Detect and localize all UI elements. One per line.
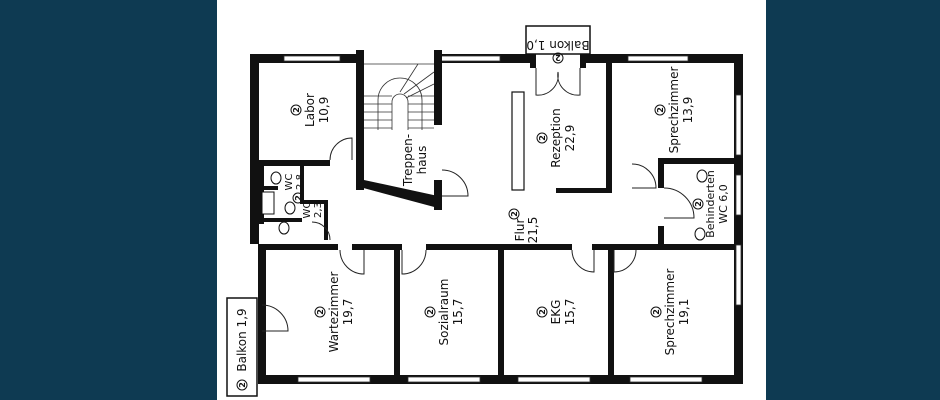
room-area: 15,7 — [563, 299, 577, 326]
staircase — [364, 63, 435, 130]
room-name: Treppen- — [401, 134, 415, 187]
balkon-left: Balkon 1,9 2 — [226, 297, 289, 397]
room-name-2: WC 6,0 — [717, 184, 730, 224]
svg-text:2: 2 — [656, 107, 665, 113]
room-label-sprechzimmer-2: 2 Sprechzimmer 19,1 — [650, 269, 691, 356]
room-name: Sprechzimmer — [663, 269, 677, 356]
svg-text:2: 2 — [426, 309, 435, 315]
room-label-labor: 2 Labor 10,9 — [290, 93, 331, 127]
svg-text:2: 2 — [538, 309, 547, 315]
room-label-flur: 2 Flur 21,5 — [508, 208, 540, 244]
interior-walls — [250, 50, 738, 380]
floor-plan-panel: Balkon 1,0 2 Balkon 1,9 2 — [217, 0, 766, 400]
room-area: 10,9 — [317, 97, 331, 124]
unit-marker: 2 — [555, 53, 561, 62]
balkon-top: Balkon 1,0 2 — [525, 25, 591, 96]
room-name: Wartezimmer — [327, 272, 341, 353]
room-area: 13,9 — [681, 97, 695, 124]
sanitary-fixtures — [270, 169, 708, 241]
room-area: 19,1 — [677, 299, 691, 326]
room-name: WC — [302, 202, 313, 219]
room-label-wartezimmer: 2 Wartezimmer 19,7 — [314, 272, 355, 353]
room-area: 21,5 — [526, 217, 540, 244]
floor-plan: Balkon 1,0 2 Balkon 1,9 2 — [226, 25, 743, 397]
room-name: Flur — [513, 219, 527, 242]
room-label-ekg: 2 EKG 15,7 — [536, 299, 577, 326]
room-label-treppenhaus: Treppen- haus — [401, 134, 429, 187]
room-area: 2,8 — [295, 174, 306, 190]
svg-text:2: 2 — [292, 107, 301, 113]
room-name-2: haus — [415, 146, 429, 175]
svg-text:2: 2 — [652, 309, 661, 315]
room-name: WC — [284, 174, 295, 191]
room-label-sprechzimmer-1: 2 Sprechzimmer 13,9 — [654, 67, 695, 154]
room-name: Labor — [303, 93, 317, 127]
room-label-sozialraum: 2 Sozialraum 15,7 — [424, 279, 465, 346]
room-name: EKG — [549, 300, 563, 325]
svg-text:2: 2 — [538, 135, 547, 141]
svg-text:2: 2 — [510, 211, 519, 217]
room-name: Rezeption — [549, 108, 563, 167]
room-area: 22,9 — [563, 125, 577, 152]
svg-text:2: 2 — [694, 201, 703, 207]
room-area: 19,7 — [341, 299, 355, 326]
room-name: Sprechzimmer — [667, 67, 681, 154]
svg-text:2: 2 — [294, 195, 303, 201]
svg-text:2: 2 — [316, 309, 325, 315]
room-name: Behinderten — [704, 170, 717, 238]
svg-text:2: 2 — [238, 382, 247, 388]
room-area: 2,3 — [313, 202, 324, 218]
doors — [311, 137, 695, 275]
room-label-rezeption: 2 Rezeption 22,9 — [536, 108, 577, 168]
balkon-top-label: Balkon 1,0 — [526, 38, 589, 52]
room-area: 15,7 — [451, 299, 465, 326]
room-name: Sozialraum — [437, 279, 451, 346]
room-label-wc-1: WC 2,8 — [284, 174, 306, 191]
room-label-wc-2: 2 WC 2,3 — [292, 192, 324, 219]
room-label-behinderten-wc: 2 Behinderten WC 6,0 — [692, 170, 730, 238]
balkon-left-label: Balkon 1,9 — [235, 308, 249, 371]
